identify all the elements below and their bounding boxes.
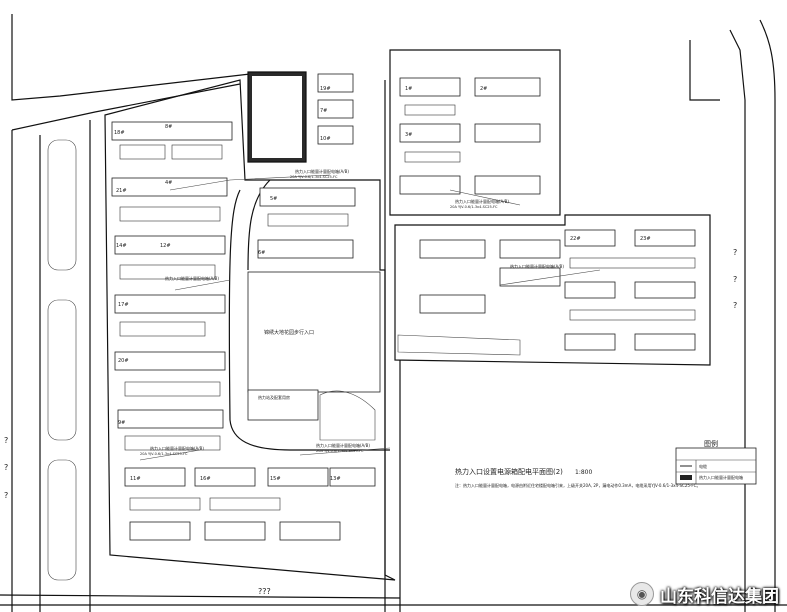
road-east-2 [729,29,746,612]
cable-label-1: 20A YJV-0.6/1-3x4-SC25-FC [290,175,338,179]
cable-label-3: 20A YJV-0.6/1-3x4-SC25-FC [140,452,188,456]
site-boundary-west [104,79,396,581]
building-number: 6# [258,250,265,256]
box-label-3: 热力入口能量计量配电箱(A/B) [150,445,204,451]
office-curve [319,390,376,441]
unknown-label-3: ? [733,301,737,310]
building-number: 8# [165,124,172,130]
watermark-text: 山东科信达集团 [660,586,779,607]
building-number: 11# [130,476,141,482]
drawing-scale: 1:800 [575,469,592,476]
cable-label-4: 20A YJV-0.6/1-3x4-SC25-FC [316,449,364,453]
green-strip-2 [47,299,77,441]
cable-line-6 [499,269,601,286]
building-number: 3# [405,132,412,138]
box-label-4: 热力入口能量计量配电箱(A/B) [316,442,370,448]
watermark: ◉ 山东科信达集团 [630,582,779,607]
green-strip-1 [47,139,77,271]
dark-block-inner [252,76,302,158]
building-number: 20# [118,358,129,364]
plaza-label: 锦绣大地花园步行入口 [264,329,314,336]
cable-line-3 [139,449,201,461]
legend-item-1: 电缆 [699,463,707,469]
buildings-east [397,229,696,356]
building-number: 13# [330,476,341,482]
site-boundary-east [394,214,711,366]
building-number: 23# [640,236,651,242]
building-number: 1# [405,86,412,92]
central-plaza [247,271,381,393]
unknown-label-4: ? [4,436,8,445]
building-number: 19# [320,86,331,92]
cable-label-5: 20A YJV-0.6/1-3x4-SC25-FC [450,205,498,209]
site-boundary-north [389,49,561,216]
box-label-2: 热力入口能量计量配电箱(A/B) [165,275,219,281]
internal-road [228,189,390,451]
buildings-center [257,73,356,259]
drawing-title: 热力入口设置电源箱配电平面图(2) [455,467,563,476]
road-east-3 [689,40,720,101]
building-number: 9# [118,420,125,426]
building-number: 7# [320,108,327,114]
building-number: 10# [320,136,331,142]
legend-title: 图例 [704,439,718,448]
unknown-label-5: ? [4,463,8,472]
building-number: 21# [116,188,127,194]
block-outline [247,71,307,163]
wechat-icon: ◉ [630,582,654,606]
building-numbers: 18# 8# 19# 4# 21# 7# 10# 5# 6# 14# 12# 17# 20# 9# 11# 1… [114,86,651,482]
buildings-northeast [399,77,541,195]
internal-road-2 [247,179,271,271]
building-number: 18# [114,130,125,136]
road-edge-north [11,14,251,101]
box-label-6: 热力入口能量计量配电箱(A/B) [510,263,564,269]
unknown-label-6: ? [4,491,8,500]
cable-line-5 [449,189,521,206]
unknown-label-7: ??? [258,587,271,596]
unknown-label-1: ? [733,248,737,257]
office-building [247,389,319,421]
road-south [0,594,401,599]
road-edge-north-2 [11,83,241,131]
cable-line-2 [174,279,231,291]
legend-item-2: 热力入口能量计量配电箱 [699,474,743,480]
building-number: 4# [165,180,172,186]
box-label-5: 热力入口能量计量配电箱(A/B) [455,198,509,204]
building-number: 14# [116,243,127,249]
drawing-note: 注：热力入口能量计量配电箱，电源由附近住宅楼配电箱引来，上级开关20A, 2P，… [455,482,700,488]
unknown-label-2: ? [733,275,737,284]
building-number: 17# [118,302,129,308]
building-number: 15# [270,476,281,482]
buildings-west [111,121,376,541]
road-east [759,19,776,612]
building-number: 22# [570,236,581,242]
green-strip-3 [47,459,77,581]
box-label-1: 热力入口能量计量配电箱(A/B) [295,168,349,174]
cable-line-1 [169,174,331,191]
office-label: 热力站及配套用房 [258,394,290,400]
building-number: 16# [200,476,211,482]
building-number: 2# [480,86,487,92]
building-number: 12# [160,243,171,249]
cable-line-4 [299,447,391,456]
legend-symbol [680,475,692,480]
building-number: 5# [270,196,277,202]
